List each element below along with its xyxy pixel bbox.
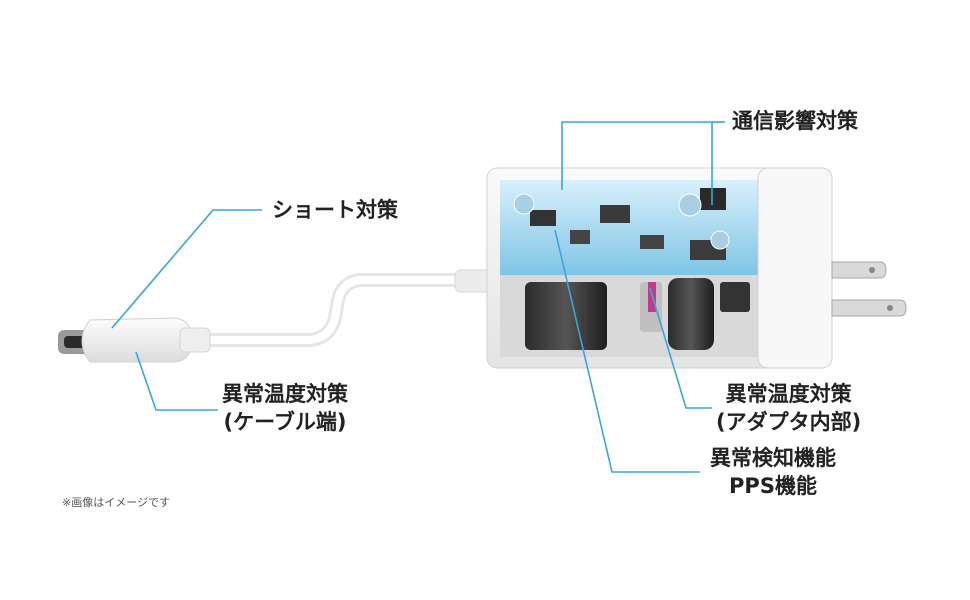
callout-temp-cable-line2: (ケーブル端): [223, 410, 347, 434]
usb-c-plug: [58, 317, 211, 363]
callout-temp-cable-line1: 異常温度対策: [222, 382, 348, 406]
callout-communication: 通信影響対策: [732, 109, 858, 133]
callout-temp-adapter-line2: (アダプタ内部): [716, 410, 862, 434]
leader-detection: [554, 229, 700, 473]
leader-communication: [561, 121, 713, 205]
callout-temp-cable: 異常温度対策 (ケーブル端): [222, 380, 348, 436]
callout-temp-adapter-line1: 異常温度対策: [725, 382, 852, 406]
callout-detection-line1: 異常検知機能: [710, 446, 836, 470]
leader-short-circuit: [111, 209, 262, 329]
callout-detection-line2: PPS機能: [729, 474, 817, 498]
ac-prongs: [831, 261, 907, 317]
callout-short-circuit: ショート対策: [272, 198, 398, 222]
leader-temp-cable: [135, 351, 218, 411]
callout-detection: 異常検知機能 PPS機能: [710, 444, 836, 500]
callout-temp-adapter: 異常温度対策 (アダプタ内部): [716, 380, 861, 436]
adapter-housing: [486, 167, 833, 369]
image-disclaimer: ※画像はイメージです: [62, 496, 170, 509]
leader-temp-adapter: [649, 287, 712, 409]
